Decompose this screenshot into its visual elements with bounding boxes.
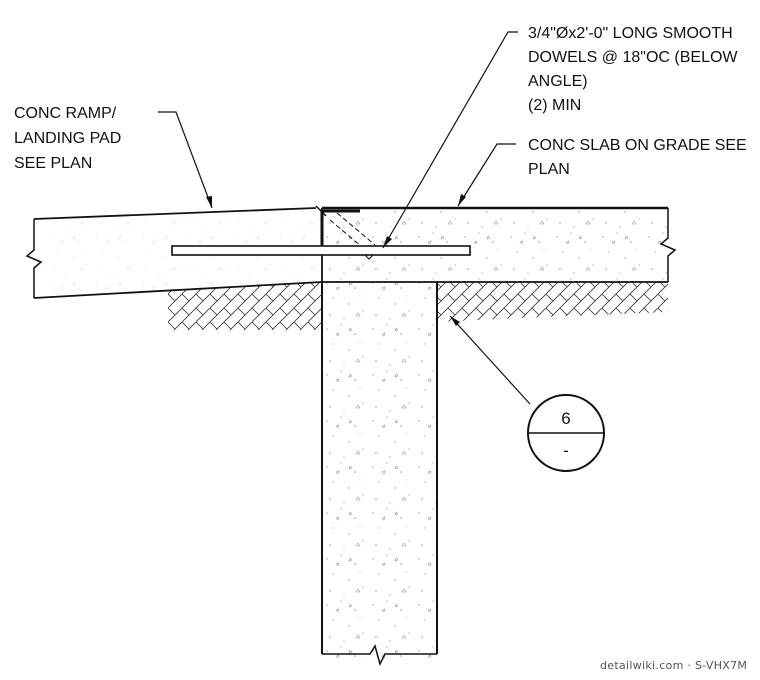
slab-on-grade	[321, 206, 677, 283]
credit-text: detailwiki.com · S-VHX7M	[600, 659, 747, 672]
detail-sheet: -	[563, 441, 569, 460]
dowel-leader	[382, 31, 518, 249]
note-ramp: CONC RAMP/ LANDING PAD SEE PLAN	[14, 105, 126, 172]
ramp-leader	[158, 111, 213, 209]
detail-number: 6	[561, 409, 570, 428]
foundation-wall	[321, 282, 438, 667]
slab-leader	[457, 143, 516, 207]
note-ramp-line: SEE PLAN	[14, 155, 92, 172]
note-ramp-line: LANDING PAD	[14, 130, 121, 147]
edge-angle	[315, 205, 360, 245]
tag-leader	[449, 315, 531, 405]
detail-tag[interactable]: 6 -	[527, 394, 605, 472]
note-dowels: 3/4"Øx2'-0" LONG SMOOTH DOWELS @ 18"OC (…	[528, 25, 742, 114]
note-dowels-line: ANGLE)	[528, 73, 588, 90]
note-slab-line: CONC SLAB ON GRADE SEE	[528, 137, 747, 154]
wall-break-line	[322, 644, 437, 667]
ramp-break-line	[25, 219, 43, 298]
slab-break-line	[659, 208, 677, 282]
note-ramp-line: CONC RAMP/	[14, 105, 117, 122]
note-dowels-line: (2) MIN	[528, 97, 581, 114]
smooth-dowel	[171, 245, 471, 256]
note-slab-line: PLAN	[528, 161, 570, 178]
note-dowels-line: DOWELS @ 18"OC (BELOW	[528, 49, 738, 66]
note-dowels-line: 3/4"Øx2'-0" LONG SMOOTH	[528, 25, 733, 42]
earth-hatch	[168, 282, 668, 330]
leaders	[158, 31, 531, 405]
note-slab: CONC SLAB ON GRADE SEE PLAN	[528, 137, 751, 178]
